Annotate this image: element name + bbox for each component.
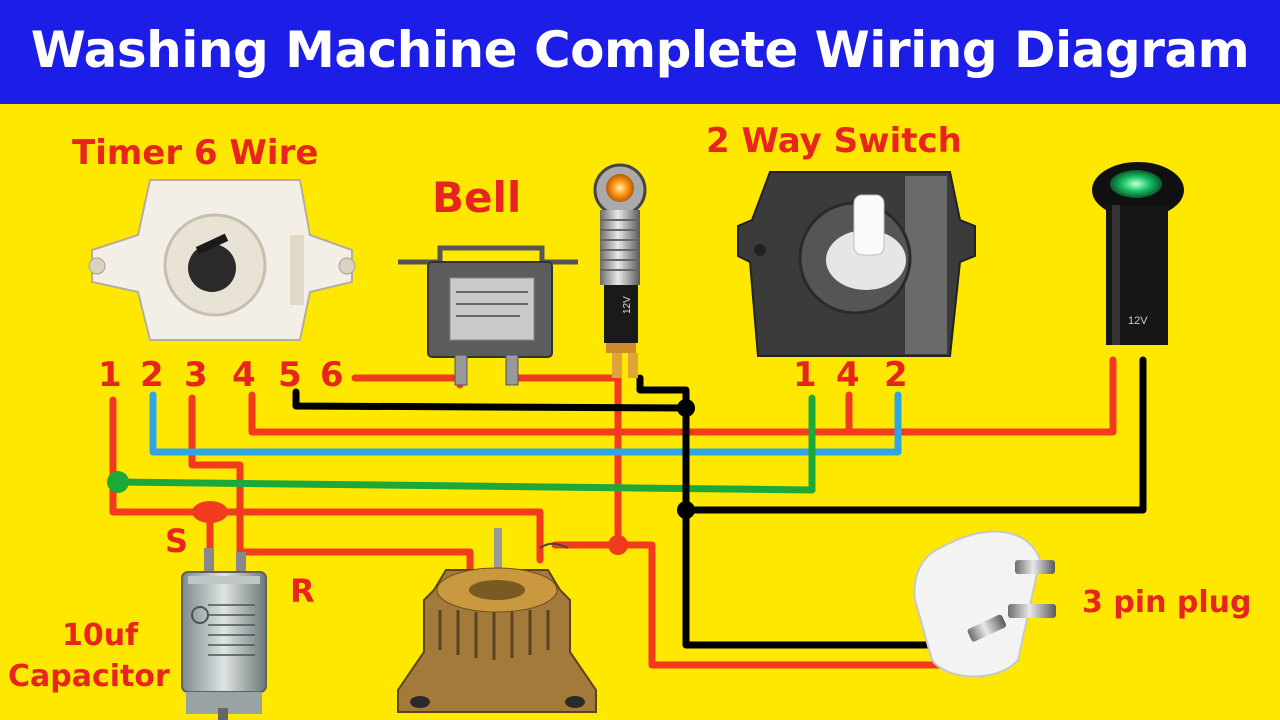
orange-indicator-lamp-icon: 12V: [593, 163, 647, 378]
junction-dot: [107, 471, 129, 493]
timer-label: Timer 6 Wire: [72, 133, 318, 173]
junctions: [107, 399, 695, 555]
wire-red-timer1: [109, 396, 544, 564]
motor-icon: [397, 528, 597, 713]
timer-terminals: 1 2 3 4 5 6: [98, 355, 344, 395]
wire-black-green-lamp: [682, 356, 1147, 514]
junction-dot: [192, 501, 228, 523]
page-title: Washing Machine Complete Wiring Diagram: [30, 21, 1250, 79]
rotary-switch-icon: [737, 171, 976, 357]
wire-blue-timer2-switch2: [149, 391, 902, 456]
timer-terminal-3: 3: [184, 355, 208, 395]
green-lamp-marking: 12V: [1128, 315, 1148, 327]
wire-black-timer5: [292, 374, 690, 412]
switch-terminals: 1 4 2: [793, 355, 908, 395]
wire-red-bell-motor: [508, 374, 622, 549]
timer-terminal-2: 2: [140, 355, 164, 395]
three-pin-plug-icon: [913, 530, 1056, 678]
timer-terminal-1: 1: [98, 355, 122, 395]
capacitor-label-line1: 10uf: [62, 618, 139, 653]
capacitor-terminal-r: R: [290, 572, 315, 610]
switch-terminal-4: 4: [836, 355, 860, 395]
title-banner: Washing Machine Complete Wiring Diagram: [0, 0, 1280, 104]
switch-terminal-2: 2: [884, 355, 908, 395]
wire-red-timer6-bell: [351, 374, 464, 389]
timer-terminal-6: 6: [320, 355, 344, 395]
orange-lamp-marking: 12V: [622, 296, 633, 314]
bell-relay-icon: [398, 245, 578, 386]
bell-label: Bell: [432, 173, 521, 222]
switch-terminal-1: 1: [793, 355, 817, 395]
wire-green-switch1: [114, 394, 816, 494]
capacitor-label-line2: Capacitor: [8, 659, 170, 694]
capacitor-terminal-s: S: [165, 522, 188, 560]
timer-icon: [88, 179, 356, 341]
switch-label: 2 Way Switch: [706, 121, 962, 161]
plug-label: 3 pin plug: [1082, 585, 1251, 620]
junction-dot: [608, 535, 628, 555]
wire-black-main: [682, 404, 979, 649]
junction-dot: [677, 399, 695, 417]
green-indicator-lamp-icon: 12V: [1092, 162, 1184, 345]
junction-dot: [677, 501, 695, 519]
capacitor-icon: [181, 548, 267, 720]
timer-terminal-5: 5: [278, 355, 302, 395]
wire-red-motor-plug: [551, 541, 992, 669]
timer-terminal-4: 4: [232, 355, 256, 395]
